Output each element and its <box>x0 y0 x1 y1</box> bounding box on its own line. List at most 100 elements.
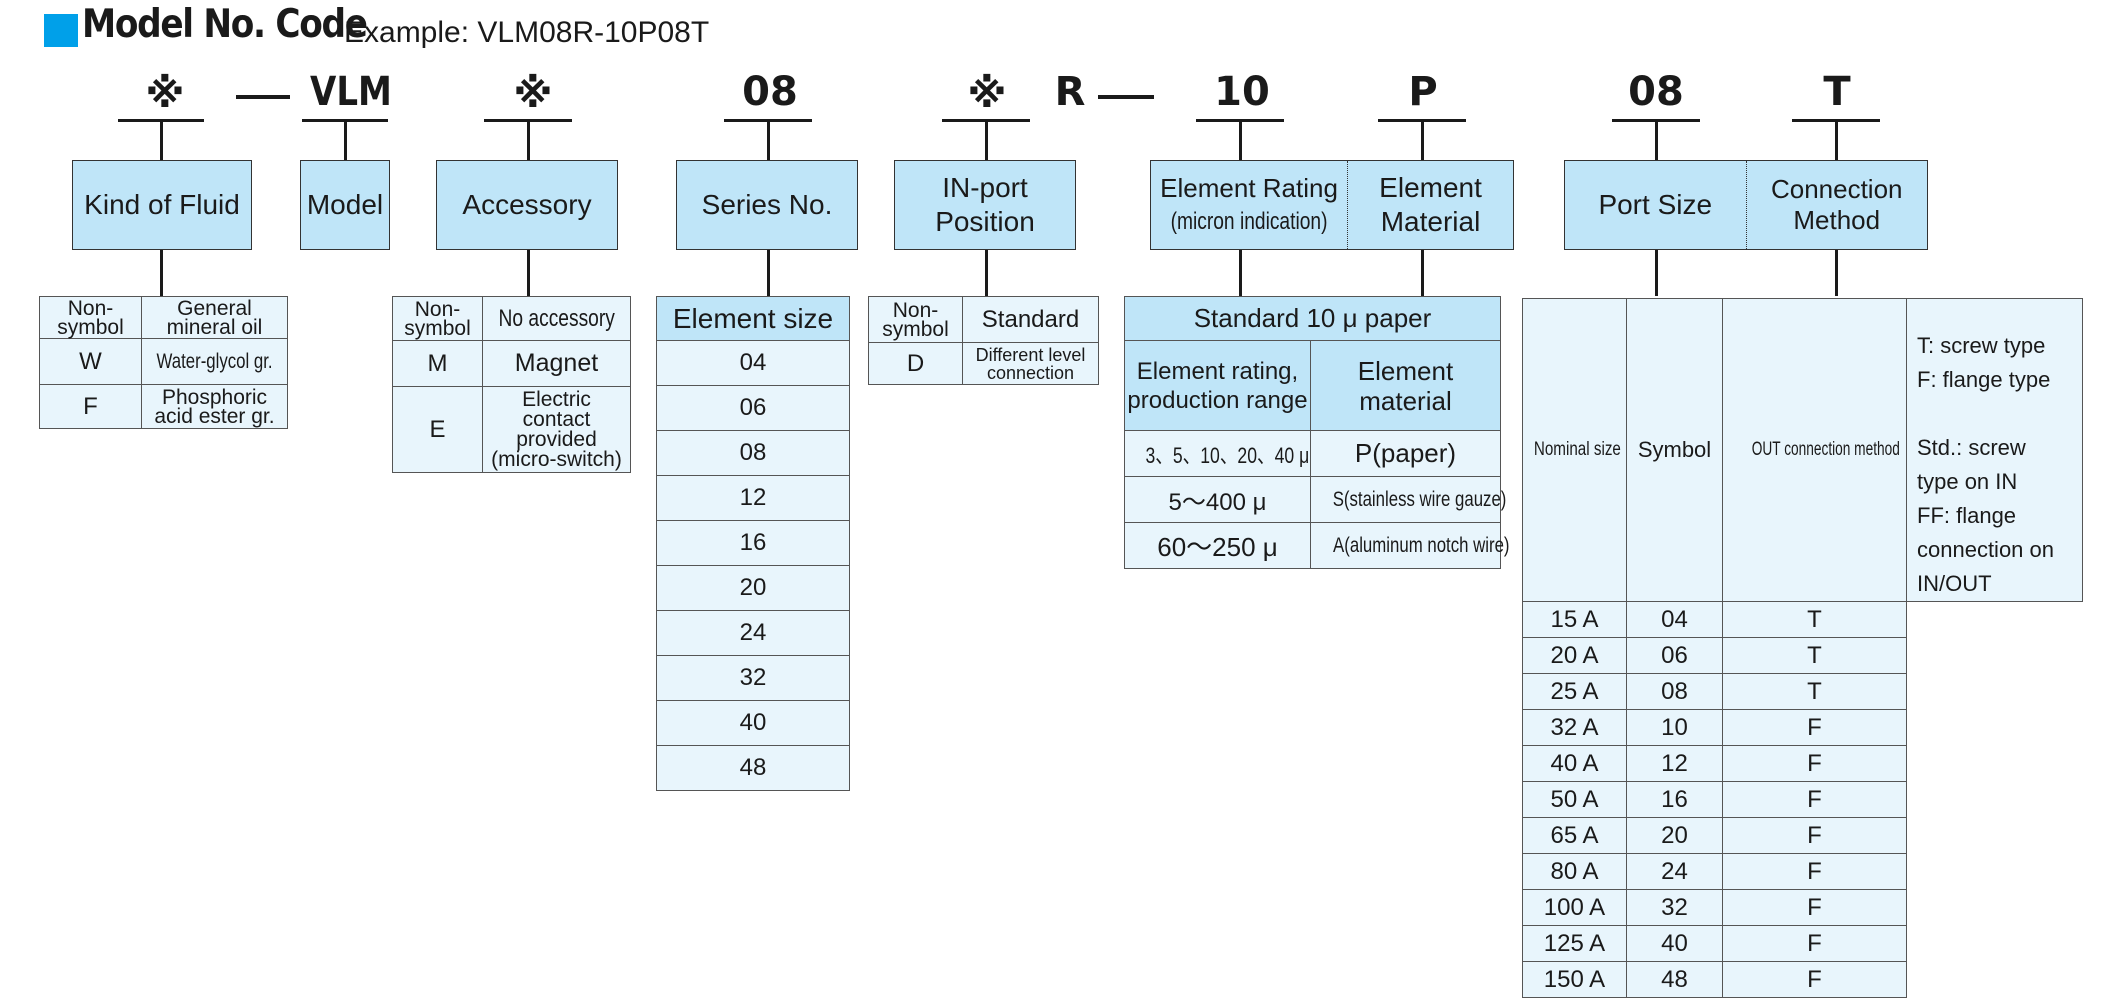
fluid-table: Non- symbol General mineral oil W Water-… <box>39 296 288 429</box>
fluid-desc-cell: Water-glycol gr. <box>141 338 288 385</box>
port-out-method-cell: F <box>1722 817 1907 854</box>
connector-line <box>767 120 770 160</box>
element-material-cell: A(aluminum notch wire) <box>1310 522 1510 569</box>
series-value: 16 <box>739 529 767 556</box>
port-symbol-cell: 04 <box>1626 601 1723 638</box>
fluid-code: F <box>83 392 98 420</box>
port-nominal-size-cell: 125 A <box>1522 925 1627 962</box>
port-out-method-cell: F <box>1722 745 1907 782</box>
port-header-symbol: Symbol <box>1637 437 1712 462</box>
port-size-label: Port Size <box>1598 189 1713 220</box>
port-symbol-cell: 20 <box>1626 817 1723 854</box>
inport-table: Non- symbol Standard D Different level c… <box>868 296 1099 385</box>
table-row: 3、5、10、20、40 μ P(paper) <box>1124 430 1501 477</box>
table-row: W Water-glycol gr. <box>39 338 288 385</box>
element-col2-header-cell: Element material <box>1310 340 1501 431</box>
inport-desc: Standard <box>981 305 1080 333</box>
element-material-line1: Element <box>1379 172 1482 203</box>
accessory-code-cell: E <box>392 386 483 473</box>
connection-symbol: T <box>1823 69 1851 115</box>
port-note-line: F: flange type <box>1917 367 2051 392</box>
port-nominal-size: 50 A <box>1550 785 1599 813</box>
series-value-cell: 16 <box>656 520 850 566</box>
table-row: F Phosphoric acid ester gr. <box>39 384 288 429</box>
element-material: P(paper) <box>1354 438 1457 468</box>
port-nominal-size-cell: 40 A <box>1522 745 1627 782</box>
port-note-line: type on IN <box>1917 469 2018 494</box>
example-code: Example: VLM08R-10P08T <box>344 16 710 49</box>
table-row: 5～400 μ S(stainless wire gauze) <box>1124 476 1506 523</box>
element-col1-header: Element rating, production range <box>1127 357 1308 414</box>
port-nominal-size: 40 A <box>1550 749 1599 777</box>
element-range: 60～250 μ <box>1157 532 1278 562</box>
connector-line <box>160 120 163 160</box>
element-col1-header-cell: Element rating, production range <box>1124 340 1311 431</box>
accessory-code: E <box>429 415 446 443</box>
connector-line <box>985 250 988 296</box>
series-value: 40 <box>739 709 767 736</box>
port-header-out-cell: OUT connection method <box>1722 298 1907 602</box>
series-value: 48 <box>739 754 767 781</box>
port-out-method: F <box>1807 821 1822 849</box>
port-symbol-cell: 48 <box>1626 961 1723 998</box>
series-value-cell: 04 <box>656 340 850 386</box>
port-out-method-cell: F <box>1722 925 1907 962</box>
series-value: 12 <box>739 484 767 511</box>
element-material-cell: P(paper) <box>1310 430 1501 477</box>
port-out-method-cell: F <box>1722 709 1907 746</box>
element-material-line2: Material <box>1380 206 1481 237</box>
port-symbol-cell: 24 <box>1626 853 1723 890</box>
port-symbol: 06 <box>1661 641 1688 669</box>
series-value: 24 <box>739 619 767 646</box>
port-out-method: F <box>1807 749 1822 777</box>
connector-line <box>160 250 163 296</box>
port-nominal-size-cell: 65 A <box>1522 817 1627 854</box>
connector-line <box>1835 250 1838 296</box>
port-symbol-cell: 16 <box>1626 781 1723 818</box>
port-symbol-cell: 40 <box>1626 925 1723 962</box>
port-symbol: 10 <box>1661 713 1688 741</box>
connector-line <box>1655 250 1658 296</box>
table-row: 32 <box>656 655 850 701</box>
table-row: 20 <box>656 565 850 611</box>
element-material-cell: Element Material <box>1347 161 1513 249</box>
port-nominal-size: 125 A <box>1543 929 1606 957</box>
port-symbol: 08 <box>1628 69 1684 115</box>
port-nominal-size-cell: 80 A <box>1522 853 1627 890</box>
port-out-method-cell: T <box>1722 673 1907 710</box>
series-value-cell: 20 <box>656 565 850 611</box>
port-nominal-size: 20 A <box>1550 641 1599 669</box>
element-table: Standard 10 μ paper Element rating, prod… <box>1124 296 1510 569</box>
separator-dash <box>236 95 290 99</box>
element-range: 3、5、10、20、40 μ <box>1145 442 1310 468</box>
fluid-code: W <box>79 347 102 375</box>
port-out-method: F <box>1807 713 1822 741</box>
port-out-method-cell: T <box>1722 637 1907 674</box>
fluid-code-cell: F <box>39 384 142 429</box>
series-value-cell: 48 <box>656 745 850 791</box>
port-symbol: 04 <box>1661 605 1688 633</box>
connector-line <box>527 250 530 296</box>
series-value: 06 <box>739 394 767 421</box>
connector-line <box>1655 120 1658 160</box>
rating-symbol: 10 <box>1214 69 1270 115</box>
port-table: Nominal size Symbol OUT connection metho… <box>1522 298 2083 998</box>
fluid-code-cell: Non- symbol <box>39 296 142 339</box>
port-symbol-cell: 12 <box>1626 745 1723 782</box>
port-symbol: 12 <box>1661 749 1688 777</box>
accessory-desc-cell: Magnet <box>482 340 631 387</box>
port-symbol-cell: 06 <box>1626 637 1723 674</box>
connector-line <box>1421 250 1424 296</box>
port-nominal-size-cell: 15 A <box>1522 601 1627 638</box>
accessory-desc: Magnet <box>514 349 599 377</box>
connection-label-line1: Connection <box>1770 174 1903 204</box>
accessory-desc: Electric contact provided (micro-switch) <box>491 387 622 471</box>
inport-label-line1: IN-port <box>942 172 1028 203</box>
element-rating-line1: Element Rating <box>1160 173 1338 203</box>
port-header-symbol-cell: Symbol <box>1626 298 1723 602</box>
